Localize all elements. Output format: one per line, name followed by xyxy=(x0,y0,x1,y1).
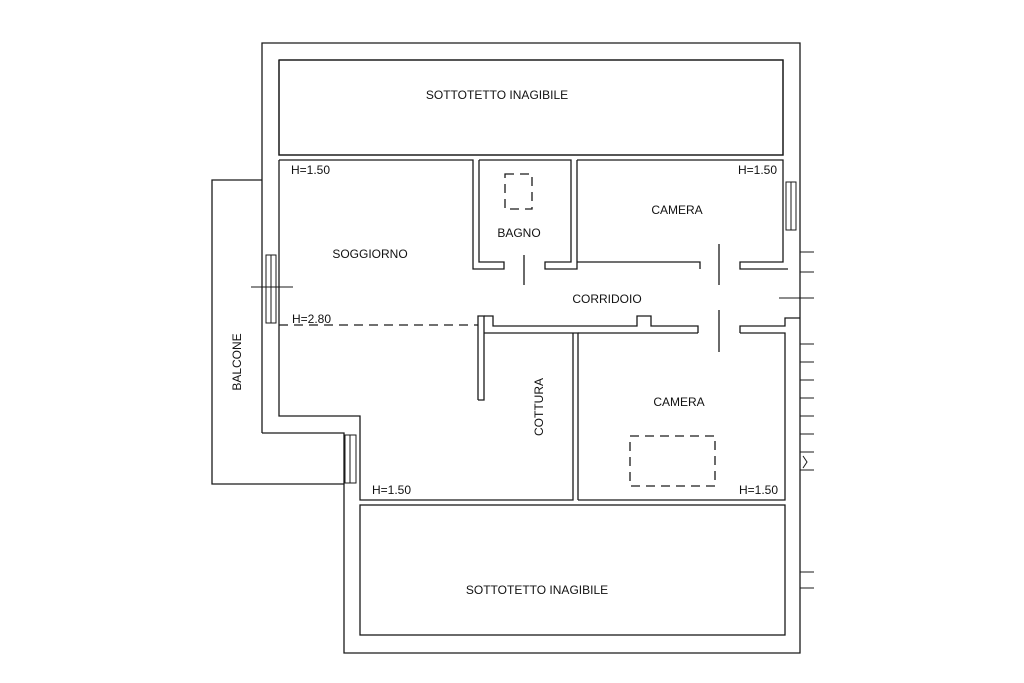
living-height-label: H=1.50 xyxy=(291,163,330,177)
bathroom-walls xyxy=(479,159,578,270)
bedroom-top-label: CAMERA xyxy=(651,203,702,217)
bedroom-bottom-height-label: H=1.50 xyxy=(739,483,778,497)
balcony-label: BALCONE xyxy=(230,333,244,390)
kitchen-height-label: H=1.50 xyxy=(372,483,411,497)
corridor-label: CORRIDOIO xyxy=(572,292,641,306)
stairs xyxy=(800,251,814,589)
living-room-walls xyxy=(278,159,574,501)
bedroom-bottom-label: CAMERA xyxy=(653,395,704,409)
corridor-walls xyxy=(484,244,814,352)
balcony xyxy=(211,179,344,485)
shower-tray-outline xyxy=(504,173,533,210)
attic-top xyxy=(278,59,784,156)
kitchen-label: COTTURA xyxy=(532,378,546,436)
attic-bottom xyxy=(359,504,786,636)
kitchen-walls xyxy=(477,315,579,500)
bedroom-top-walls xyxy=(577,159,788,270)
ridge-height-label: H=2.80 xyxy=(292,312,331,326)
skylight-outline xyxy=(629,435,716,487)
bedroom-bottom-walls xyxy=(578,332,786,501)
attic-bottom-label: SOTTOTETTO INAGIBILE xyxy=(466,583,608,597)
bedroom-top-height-label: H=1.50 xyxy=(738,163,777,177)
living-room-label: SOGGIORNO xyxy=(332,247,407,261)
windows xyxy=(251,181,797,484)
attic-top-label: SOTTOTETTO INAGIBILE xyxy=(426,88,568,102)
bathroom-label: BAGNO xyxy=(497,226,540,240)
